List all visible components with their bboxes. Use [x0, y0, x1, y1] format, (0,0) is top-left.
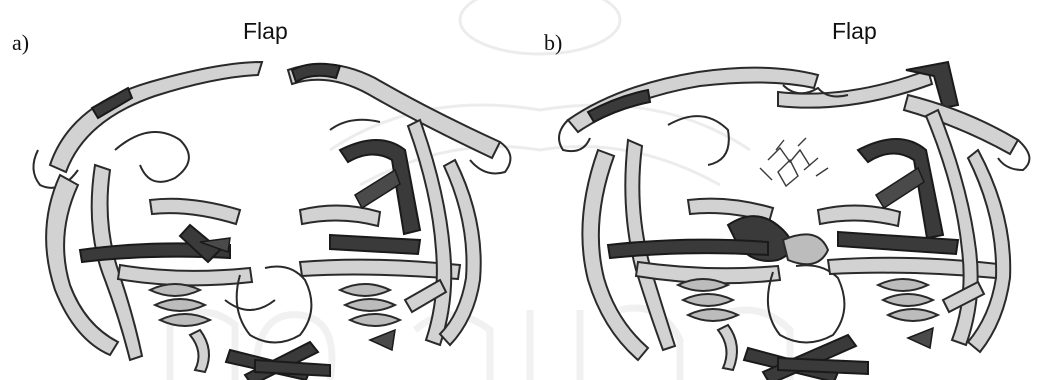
protease-structure-a: [0, 0, 527, 380]
panel-a: a) Flap: [0, 0, 527, 380]
panel-b: b) Flap: [528, 0, 1055, 380]
protease-structure-b: [528, 0, 1055, 380]
